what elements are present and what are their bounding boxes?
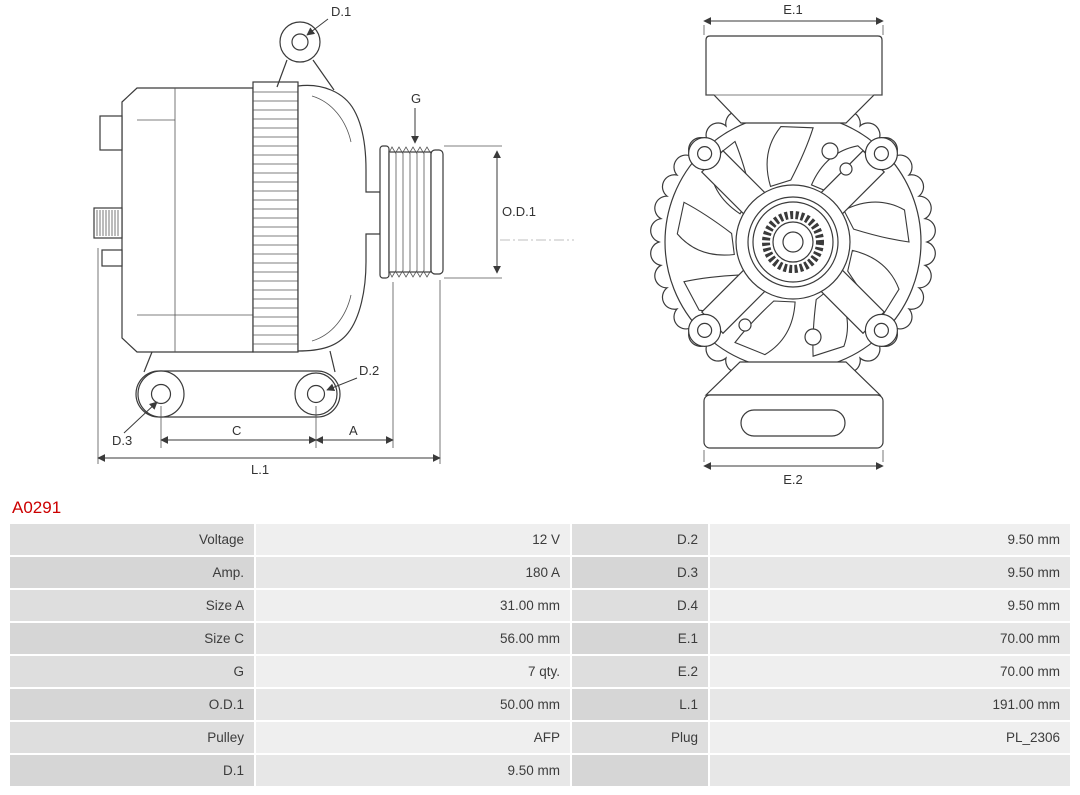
spec-value: 12 V xyxy=(256,524,570,555)
spec-label: D.2 xyxy=(572,524,708,555)
spec-value: 56.00 mm xyxy=(256,623,570,654)
spec-label: O.D.1 xyxy=(10,689,254,720)
part-number: A0291 xyxy=(12,498,62,517)
spec-value: 9.50 mm xyxy=(710,557,1070,588)
spec-value: 7 qty. xyxy=(256,656,570,687)
spec-value: AFP xyxy=(256,722,570,753)
spec-value: 9.50 mm xyxy=(710,524,1070,555)
spec-value: 70.00 mm xyxy=(710,623,1070,654)
spec-value: 70.00 mm xyxy=(710,656,1070,687)
spec-label: G xyxy=(10,656,254,687)
dim-label-e2: E.2 xyxy=(783,472,803,487)
spec-label xyxy=(572,755,708,786)
stator-ribs xyxy=(253,91,298,345)
dim-label-l1: L.1 xyxy=(251,462,269,477)
bottom-bracket xyxy=(704,361,882,396)
technical-drawing-area: D.1 G O.D.1 D.2 D.3 C A L.1 xyxy=(93,2,936,487)
dim-label-g: G xyxy=(411,91,421,106)
alternator-diagram: D.1 G O.D.1 D.2 D.3 C A L.1 xyxy=(93,2,936,487)
spec-value xyxy=(710,755,1070,786)
spec-label: Plug xyxy=(572,722,708,753)
pulley-grooves xyxy=(388,146,431,278)
spec-label: Pulley xyxy=(10,722,254,753)
front-view-drawing xyxy=(650,35,936,449)
bracket-slot xyxy=(740,409,846,437)
dim-label-a: A xyxy=(349,423,358,438)
spec-value: 9.50 mm xyxy=(710,590,1070,621)
spec-label: L.1 xyxy=(572,689,708,720)
spec-label: D.1 xyxy=(10,755,254,786)
dim-label-e1: E.1 xyxy=(783,2,803,17)
spec-value: 180 A xyxy=(256,557,570,588)
spec-label: Voltage xyxy=(10,524,254,555)
side-view-dimensions: D.1 G O.D.1 D.2 D.3 C A L.1 xyxy=(97,4,574,477)
dim-label-d3: D.3 xyxy=(112,433,132,448)
dim-label-d1: D.1 xyxy=(331,4,351,19)
top-bracket xyxy=(705,35,883,124)
spec-label: E.2 xyxy=(572,656,708,687)
front-view-dimensions: E.1 E.2 xyxy=(703,2,884,487)
spec-value: PL_2306 xyxy=(710,722,1070,753)
spec-value: 9.50 mm xyxy=(256,755,570,786)
pulley-flange xyxy=(379,145,390,279)
spec-label: Size A xyxy=(10,590,254,621)
spec-value: 31.00 mm xyxy=(256,590,570,621)
spec-label: D.4 xyxy=(572,590,708,621)
dim-label-c: C xyxy=(232,423,241,438)
pulley-hub xyxy=(735,184,851,300)
spec-label: Amp. xyxy=(10,557,254,588)
spec-table: Voltage 12 V D.2 9.50 mm Amp. 180 A D.3 … xyxy=(10,524,1070,786)
spec-label: D.3 xyxy=(572,557,708,588)
spec-value: 191.00 mm xyxy=(710,689,1070,720)
spec-value: 50.00 mm xyxy=(256,689,570,720)
dim-label-od1: O.D.1 xyxy=(502,204,536,219)
spec-label: E.1 xyxy=(572,623,708,654)
dim-label-d2: D.2 xyxy=(359,363,379,378)
spec-label: Size C xyxy=(10,623,254,654)
plug-hatching xyxy=(96,210,119,236)
side-view-drawing xyxy=(93,21,444,418)
